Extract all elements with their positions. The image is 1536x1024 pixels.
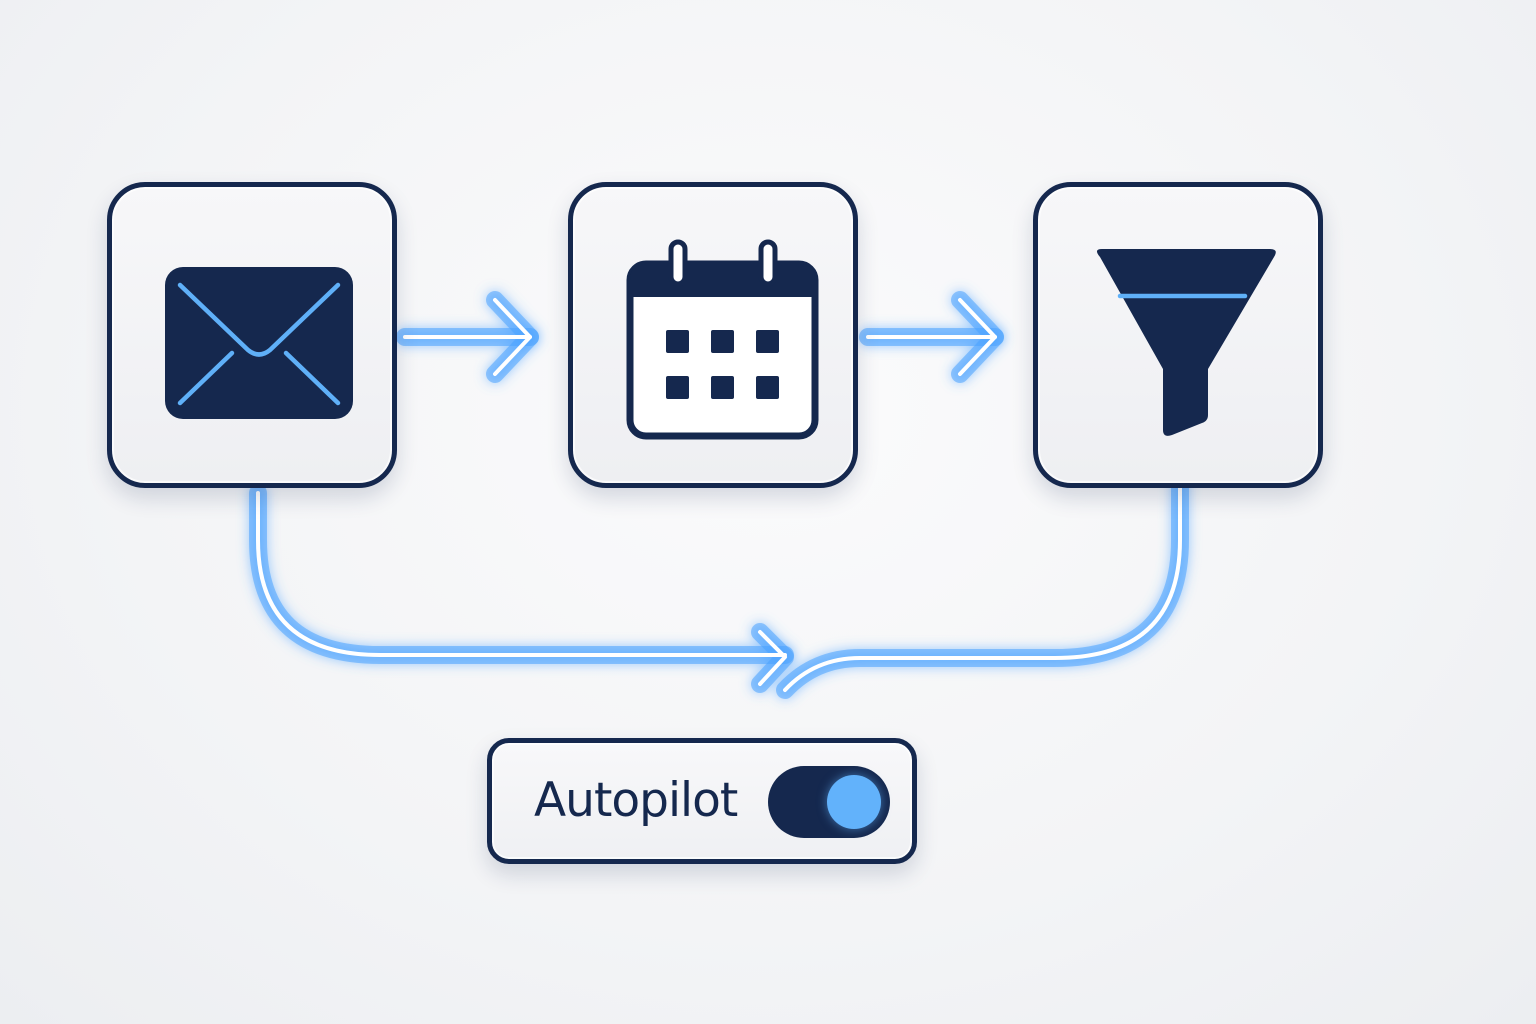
calendar-step-tile[interactable] — [568, 182, 858, 488]
loop-connector-funnel — [783, 473, 1182, 692]
calendar-icon — [626, 239, 819, 440]
autopilot-toggle[interactable] — [768, 766, 890, 838]
loop-connector-email — [256, 491, 787, 657]
toggle-knob — [827, 775, 881, 829]
arrowhead-email-to-calendar — [493, 298, 532, 376]
email-step-tile[interactable] — [107, 182, 397, 488]
arrowhead-calendar-to-funnel — [958, 298, 997, 376]
autopilot-control: Autopilot — [487, 738, 917, 864]
funnel-step-tile[interactable] — [1033, 182, 1323, 488]
autopilot-label: Autopilot — [534, 773, 738, 828]
envelope-icon — [165, 267, 353, 419]
loop-arrowhead — [758, 630, 787, 686]
funnel-icon — [1096, 249, 1276, 436]
